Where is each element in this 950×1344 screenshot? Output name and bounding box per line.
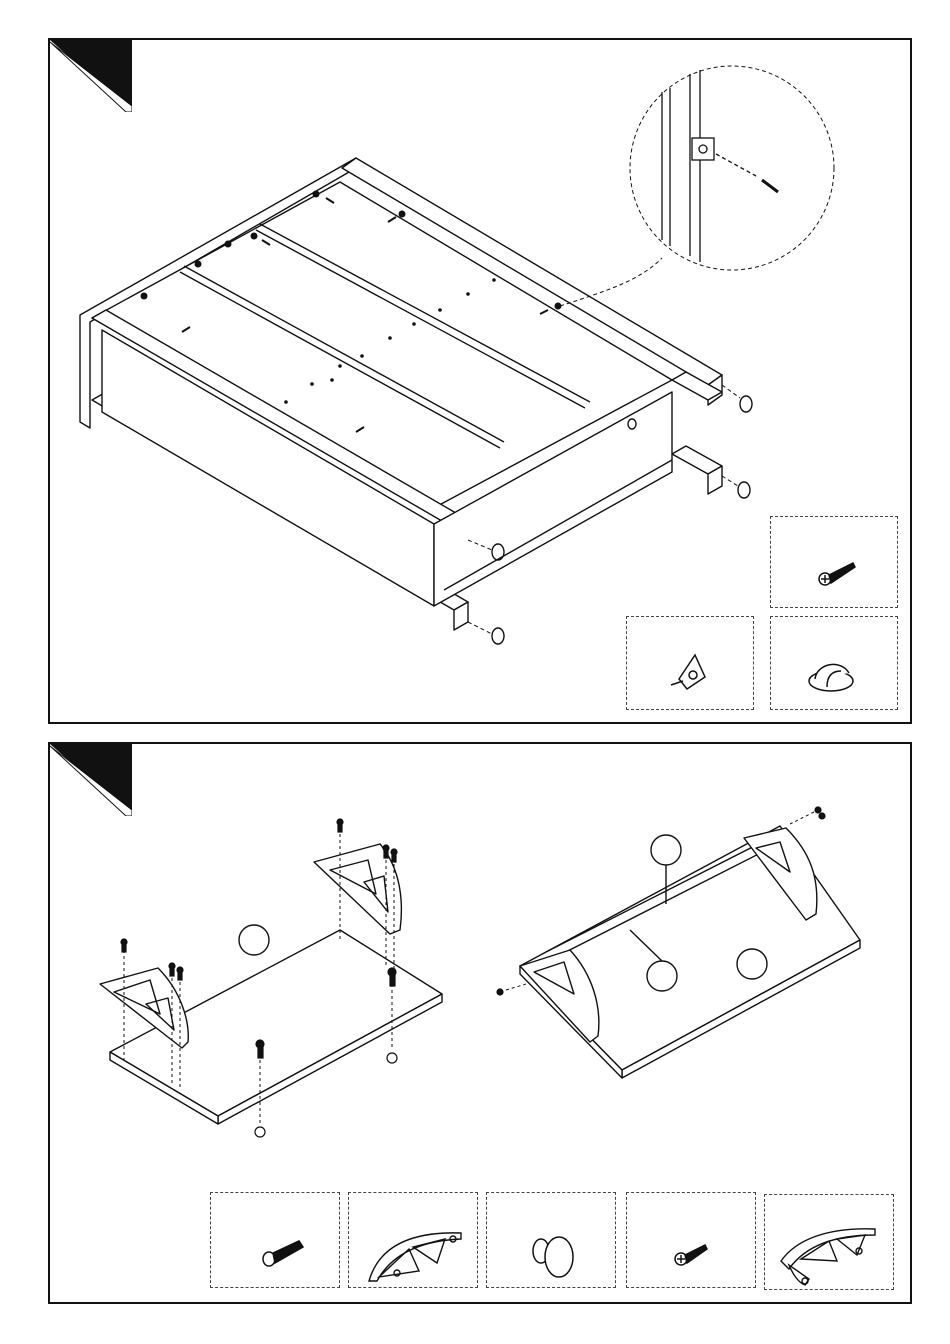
bolt-icon (211, 1193, 341, 1289)
screw-icon (771, 517, 899, 609)
hardware-box-hinge-bracket-left (348, 1192, 478, 1288)
screw-icon (627, 1193, 757, 1289)
hardware-box-felt-pad (770, 616, 898, 710)
hardware-box-screw-long (770, 516, 898, 608)
step-2-panel (48, 742, 912, 1304)
corner-bracket-icon (627, 617, 755, 711)
hardware-box-screw-short (626, 1192, 756, 1288)
felt-pad-icon (771, 617, 899, 711)
hardware-box-corner-bracket (626, 616, 754, 710)
step-2-corner-tab (50, 744, 132, 816)
hinge-bracket-icon (765, 1195, 895, 1291)
step-1-panel (48, 38, 912, 724)
step-1-corner-tab (50, 40, 132, 112)
knob-icon (487, 1193, 617, 1289)
hardware-box-hinge-bracket-right (764, 1194, 894, 1290)
hinge-bracket-icon (349, 1193, 479, 1289)
hardware-box-knob (486, 1192, 616, 1288)
hardware-box-bolt (210, 1192, 340, 1288)
